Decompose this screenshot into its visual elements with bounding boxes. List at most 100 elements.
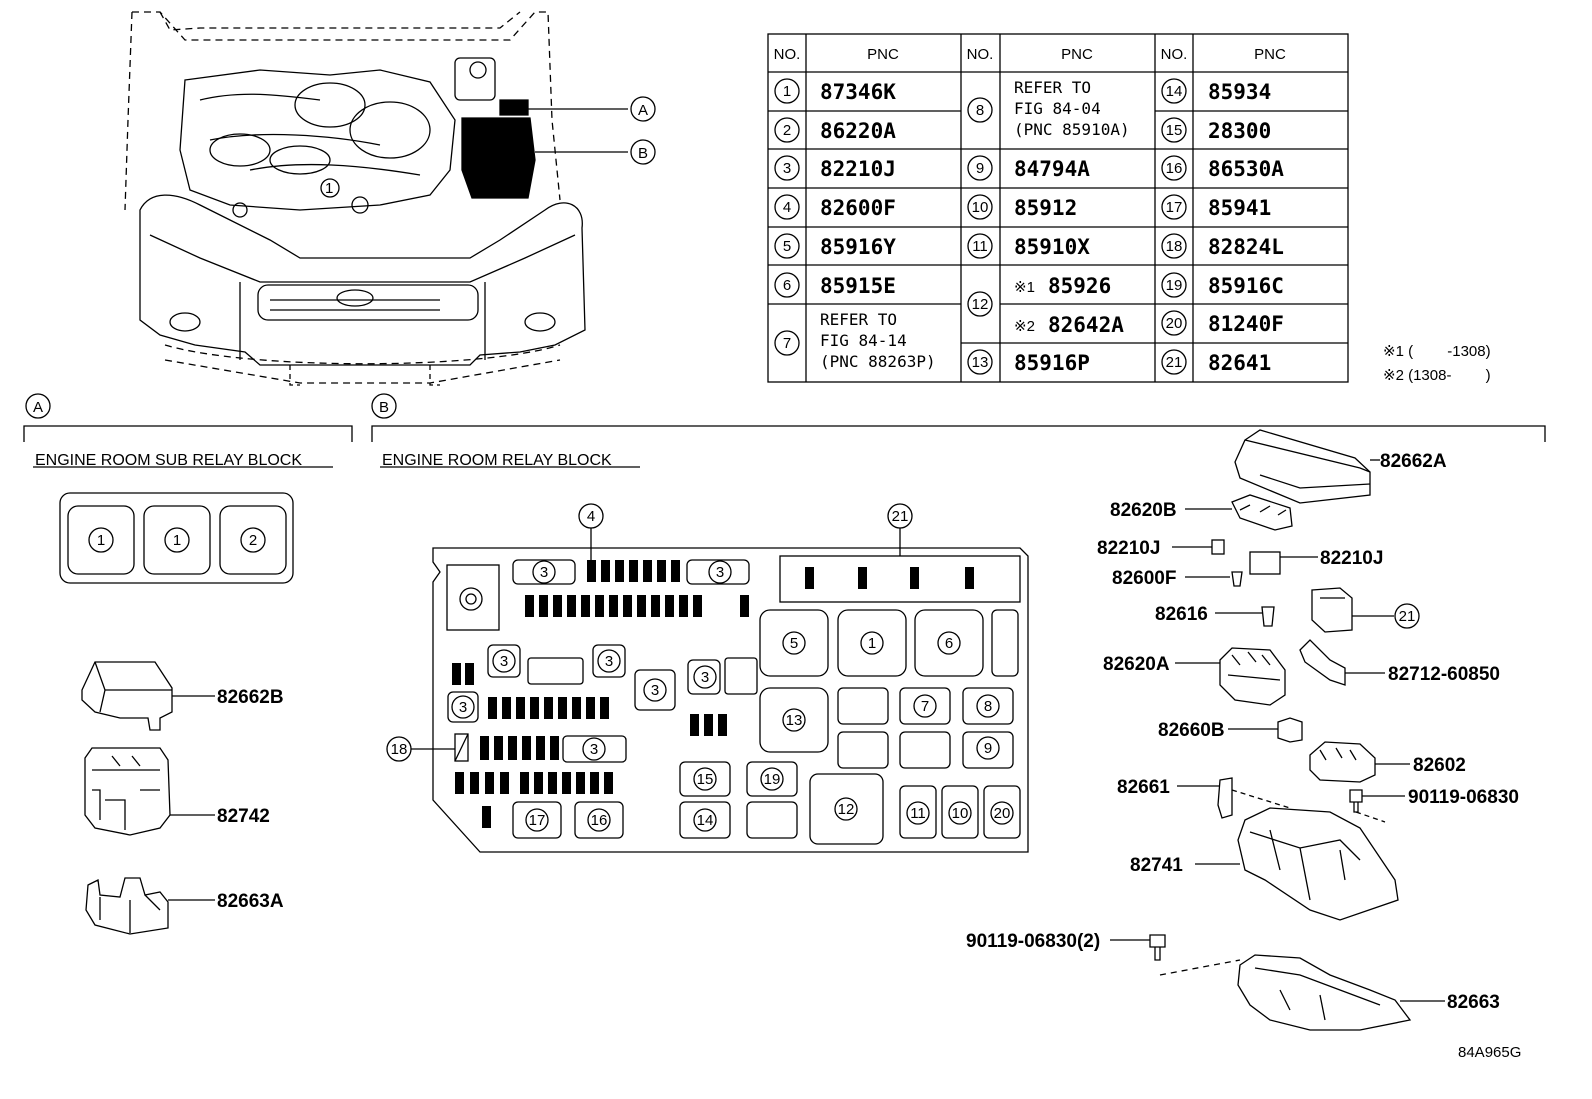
block-3: 3 xyxy=(459,699,467,716)
part-82662B-drawing xyxy=(81,661,173,731)
block-11: 11 xyxy=(910,805,926,822)
block-15: 15 xyxy=(697,771,714,788)
part-label-82210J-left: 82210J xyxy=(1097,538,1160,559)
header-pnc-1: PNC xyxy=(867,46,899,63)
row-pnc: 82824L xyxy=(1208,235,1284,259)
row-pnc: 85912 xyxy=(1014,196,1077,220)
row-pnc: 85910X xyxy=(1014,235,1090,259)
block-1: 1 xyxy=(868,635,876,652)
block-14: 14 xyxy=(697,812,714,829)
row-no: 16 xyxy=(1166,160,1183,177)
row-ref-line: REFER TO xyxy=(820,310,897,329)
row-pnc: 85916Y xyxy=(820,235,896,259)
row-ref-line: FIG 84-14 xyxy=(820,331,907,350)
section-a-title: ENGINE ROOM SUB RELAY BLOCK xyxy=(35,452,302,469)
row-pnc: 28300 xyxy=(1208,119,1271,143)
row-no: 12 xyxy=(972,296,989,313)
row-mark: ※1 xyxy=(1014,279,1035,296)
block-3: 3 xyxy=(716,564,724,581)
part-label-82663A: 82663A xyxy=(217,891,284,912)
part-label-82660B: 82660B xyxy=(1158,720,1225,741)
section-a-letter: A xyxy=(33,399,43,416)
part-82663A-drawing xyxy=(85,877,169,935)
block-12: 12 xyxy=(838,801,855,818)
block-3: 3 xyxy=(701,669,709,686)
part-label-82661: 82661 xyxy=(1117,777,1170,798)
row-pnc: 86530A xyxy=(1208,157,1284,181)
part-label-82616: 82616 xyxy=(1155,604,1208,625)
block-3: 3 xyxy=(590,741,598,758)
row-no: 4 xyxy=(783,199,791,216)
part-label-82663: 82663 xyxy=(1447,992,1500,1013)
vehicle-callout-b: B xyxy=(638,145,648,162)
row-no: 19 xyxy=(1166,277,1183,294)
header-no-1: NO. xyxy=(774,46,801,63)
block-6: 6 xyxy=(945,635,953,652)
row-no: 7 xyxy=(783,335,791,352)
part-label-82600F: 82600F xyxy=(1112,568,1176,589)
section-b-title: ENGINE ROOM RELAY BLOCK xyxy=(382,452,612,469)
row-no: 5 xyxy=(783,238,791,255)
row-pnc: 85915E xyxy=(820,274,896,298)
block-17: 17 xyxy=(529,812,546,829)
header-pnc-2: PNC xyxy=(1061,46,1093,63)
block-10: 10 xyxy=(952,805,969,822)
part-label-21: 21 xyxy=(1399,608,1416,625)
pnc-table xyxy=(767,33,1349,383)
row-no: 20 xyxy=(1166,315,1183,332)
sub-relay-2: 2 xyxy=(249,532,257,549)
row-pnc: 81240F xyxy=(1208,312,1284,336)
part-label-82742: 82742 xyxy=(217,806,270,827)
header-no-2: NO. xyxy=(967,46,994,63)
row-mark: ※2 xyxy=(1014,318,1035,335)
vehicle-part-1: 1 xyxy=(325,180,333,197)
row-pnc: 82600F xyxy=(820,196,896,220)
row-no: 1 xyxy=(783,83,791,100)
part-label-82712-60850: 82712-60850 xyxy=(1388,664,1500,685)
row-no: 11 xyxy=(972,238,988,255)
row-ref-line: (PNC 88263P) xyxy=(820,352,936,371)
block-21: 21 xyxy=(892,508,909,525)
row-pnc: 85941 xyxy=(1208,196,1271,220)
block-4: 4 xyxy=(587,508,595,525)
row-no: 2 xyxy=(783,122,791,139)
block-19: 19 xyxy=(764,771,781,788)
relay-block-body xyxy=(386,503,1029,853)
row-no: 6 xyxy=(783,277,791,294)
row-pnc: 82641 xyxy=(1208,351,1271,375)
exploded-parts xyxy=(1110,429,1445,1031)
part-label-82662A: 82662A xyxy=(1380,451,1447,472)
row-no: 18 xyxy=(1166,238,1183,255)
row-no: 15 xyxy=(1166,122,1183,139)
block-3: 3 xyxy=(540,564,548,581)
header-pnc-3: PNC xyxy=(1254,46,1286,63)
block-7: 7 xyxy=(921,698,929,715)
row-pnc: 85916P xyxy=(1014,351,1090,375)
row-no: 9 xyxy=(976,160,984,177)
row-ref-line: (PNC 85910A) xyxy=(1014,120,1130,139)
block-5: 5 xyxy=(790,635,798,652)
part-label-82741: 82741 xyxy=(1130,855,1183,876)
row-no: 8 xyxy=(976,102,984,119)
block-20: 20 xyxy=(994,805,1011,822)
row-pnc: 85926 xyxy=(1048,274,1111,298)
row-pnc: 86220A xyxy=(820,119,896,143)
row-no: 13 xyxy=(972,354,989,371)
part-label-82620B: 82620B xyxy=(1110,500,1177,521)
part-label-90119-06830: 90119-06830 xyxy=(1408,787,1519,808)
part-label-82620A: 82620A xyxy=(1103,654,1170,675)
row-no: 21 xyxy=(1166,354,1183,371)
vehicle-illustration: 1 xyxy=(124,11,586,386)
sub-relay-1b: 1 xyxy=(173,532,181,549)
row-ref-line: REFER TO xyxy=(1014,78,1091,97)
row-no: 3 xyxy=(783,160,791,177)
block-9: 9 xyxy=(984,740,992,757)
block-18: 18 xyxy=(391,741,408,758)
part-82742-drawing xyxy=(84,747,171,836)
row-pnc: 82642A xyxy=(1048,313,1124,337)
block-8: 8 xyxy=(984,698,992,715)
block-3: 3 xyxy=(651,682,659,699)
section-b-letter: B xyxy=(379,399,389,416)
part-label-82210J-right: 82210J xyxy=(1320,548,1383,569)
vehicle-callout-a: A xyxy=(638,102,648,119)
